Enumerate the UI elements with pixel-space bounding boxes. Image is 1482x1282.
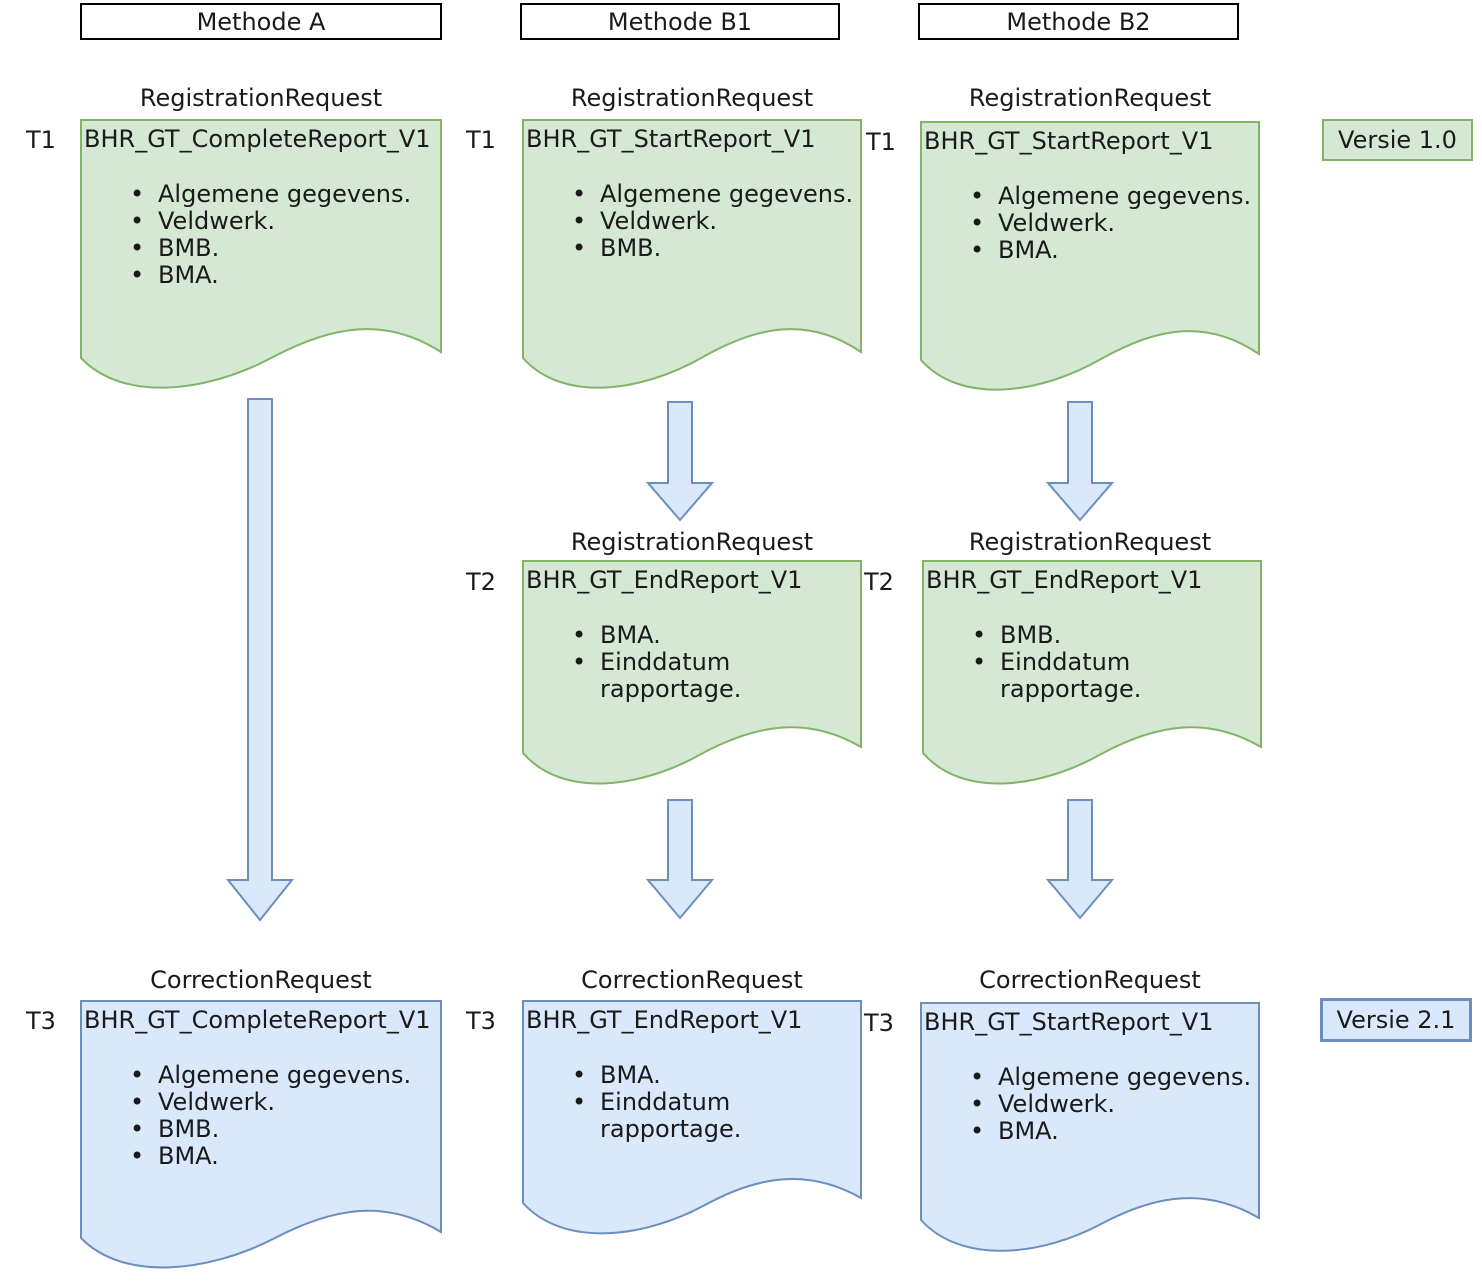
- arrow-b1-t1-t2: [645, 401, 715, 522]
- method-header-b2-label: Methode B2: [1006, 7, 1151, 36]
- bullet-item: Veldwerk.: [970, 1091, 1256, 1119]
- version-badge-1-0-label: Versie 1.0: [1338, 126, 1457, 154]
- method-header-b1: Methode B1: [520, 3, 840, 40]
- time-label-b2-t3: T3: [864, 1009, 894, 1037]
- version-badge-1-0: Versie 1.0: [1322, 119, 1473, 161]
- bullet-item: BMA.: [572, 622, 858, 650]
- bullet-item: BMB.: [972, 622, 1258, 650]
- document-bullet-list: BMA. Einddatum rapportage.: [522, 622, 862, 703]
- bullet-item: Veldwerk.: [572, 208, 858, 236]
- time-label-b2-t2: T2: [864, 568, 894, 596]
- bullet-item: BMA.: [572, 1062, 858, 1090]
- document-bullet-list: BMB. Einddatum rapportage.: [922, 622, 1262, 703]
- request-label-b2-t2: RegistrationRequest: [968, 528, 1212, 556]
- request-label-b1-t1: RegistrationRequest: [570, 84, 814, 112]
- document-title: BHR_GT_EndReport_V1: [526, 566, 803, 594]
- bullet-item: Algemene gegevens.: [970, 183, 1256, 211]
- bullet-item: Algemene gegevens.: [130, 1062, 438, 1090]
- bullet-item: Algemene gegevens.: [130, 181, 438, 209]
- document-b2-t1: BHR_GT_StartReport_V1 Algemene gegevens.…: [920, 121, 1260, 395]
- bullet-item: Veldwerk.: [130, 208, 438, 236]
- bullet-item: BMA.: [970, 1118, 1256, 1146]
- time-label-a-t1: T1: [26, 126, 56, 154]
- document-bullet-list: BMA. Einddatum rapportage.: [522, 1062, 862, 1143]
- document-a-t3: BHR_GT_CompleteReport_V1 Algemene gegeve…: [80, 1000, 442, 1282]
- arrow-b1-t2-t3: [645, 799, 715, 920]
- bullet-item: BMB.: [130, 1116, 438, 1144]
- document-title: BHR_GT_StartReport_V1: [924, 1008, 1214, 1036]
- request-label-a-t1: RegistrationRequest: [139, 84, 383, 112]
- request-label-a-t3: CorrectionRequest: [150, 966, 372, 994]
- time-label-b1-t1: T1: [466, 126, 496, 154]
- bullet-item: BMB.: [130, 235, 438, 263]
- method-header-a-label: Methode A: [196, 7, 326, 36]
- document-title: BHR_GT_EndReport_V1: [526, 1006, 803, 1034]
- bullet-item: Algemene gegevens.: [572, 181, 858, 209]
- time-label-b1-t3: T3: [466, 1007, 496, 1035]
- document-title: BHR_GT_CompleteReport_V1: [84, 125, 431, 153]
- document-bullet-list: Algemene gegevens. Veldwerk. BMB.: [522, 181, 862, 263]
- document-b2-t2: BHR_GT_EndReport_V1 BMB. Einddatum rappo…: [922, 560, 1262, 802]
- bullet-item: Veldwerk.: [130, 1089, 438, 1117]
- arrow-b2-t2-t3: [1045, 799, 1115, 920]
- request-label-b1-t3: CorrectionRequest: [581, 966, 803, 994]
- method-header-b2: Methode B2: [918, 3, 1239, 40]
- document-title: BHR_GT_StartReport_V1: [924, 127, 1214, 155]
- document-bullet-list: Algemene gegevens. Veldwerk. BMB. BMA.: [80, 181, 442, 290]
- document-b2-t3: BHR_GT_StartReport_V1 Algemene gegevens.…: [920, 1002, 1260, 1268]
- bullet-item: BMB.: [572, 235, 858, 263]
- bullet-item: Einddatum rapportage.: [972, 649, 1258, 703]
- document-bullet-list: Algemene gegevens. Veldwerk. BMA.: [920, 1064, 1260, 1146]
- document-bullet-list: Algemene gegevens. Veldwerk. BMB. BMA.: [80, 1062, 442, 1171]
- document-bullet-list: Algemene gegevens. Veldwerk. BMA.: [920, 183, 1260, 265]
- version-badge-2-1: Versie 2.1: [1320, 998, 1472, 1042]
- document-b1-t2: BHR_GT_EndReport_V1 BMA. Einddatum rappo…: [522, 560, 862, 802]
- bullet-item: BMA.: [130, 1143, 438, 1171]
- time-label-a-t3: T3: [26, 1007, 56, 1035]
- bullet-item: Veldwerk.: [970, 210, 1256, 238]
- time-label-b1-t2: T2: [466, 568, 496, 596]
- document-b1-t1: BHR_GT_StartReport_V1 Algemene gegevens.…: [522, 119, 862, 393]
- bullet-item: Einddatum rapportage.: [572, 1089, 858, 1143]
- bullet-item: BMA.: [130, 262, 438, 290]
- method-header-b1-label: Methode B1: [607, 7, 753, 36]
- request-label-b2-t1: RegistrationRequest: [968, 84, 1212, 112]
- arrow-a-t1-t3: [225, 398, 295, 922]
- bullet-item: Algemene gegevens.: [970, 1064, 1256, 1092]
- request-label-b2-t3: CorrectionRequest: [979, 966, 1201, 994]
- document-a-t1: BHR_GT_CompleteReport_V1 Algemene gegeve…: [80, 119, 442, 393]
- document-title: BHR_GT_EndReport_V1: [926, 566, 1203, 594]
- time-label-b2-t1: T1: [866, 128, 896, 156]
- request-label-b1-t2: RegistrationRequest: [570, 528, 814, 556]
- document-b1-t3: BHR_GT_EndReport_V1 BMA. Einddatum rappo…: [522, 1000, 862, 1252]
- version-badge-2-1-label: Versie 2.1: [1336, 1006, 1456, 1034]
- arrow-b2-t1-t2: [1045, 401, 1115, 522]
- bullet-item: Einddatum rapportage.: [572, 649, 858, 703]
- bullet-item: BMA.: [970, 237, 1256, 265]
- document-title: BHR_GT_CompleteReport_V1: [84, 1006, 431, 1034]
- document-title: BHR_GT_StartReport_V1: [526, 125, 816, 153]
- method-header-a: Methode A: [80, 3, 442, 40]
